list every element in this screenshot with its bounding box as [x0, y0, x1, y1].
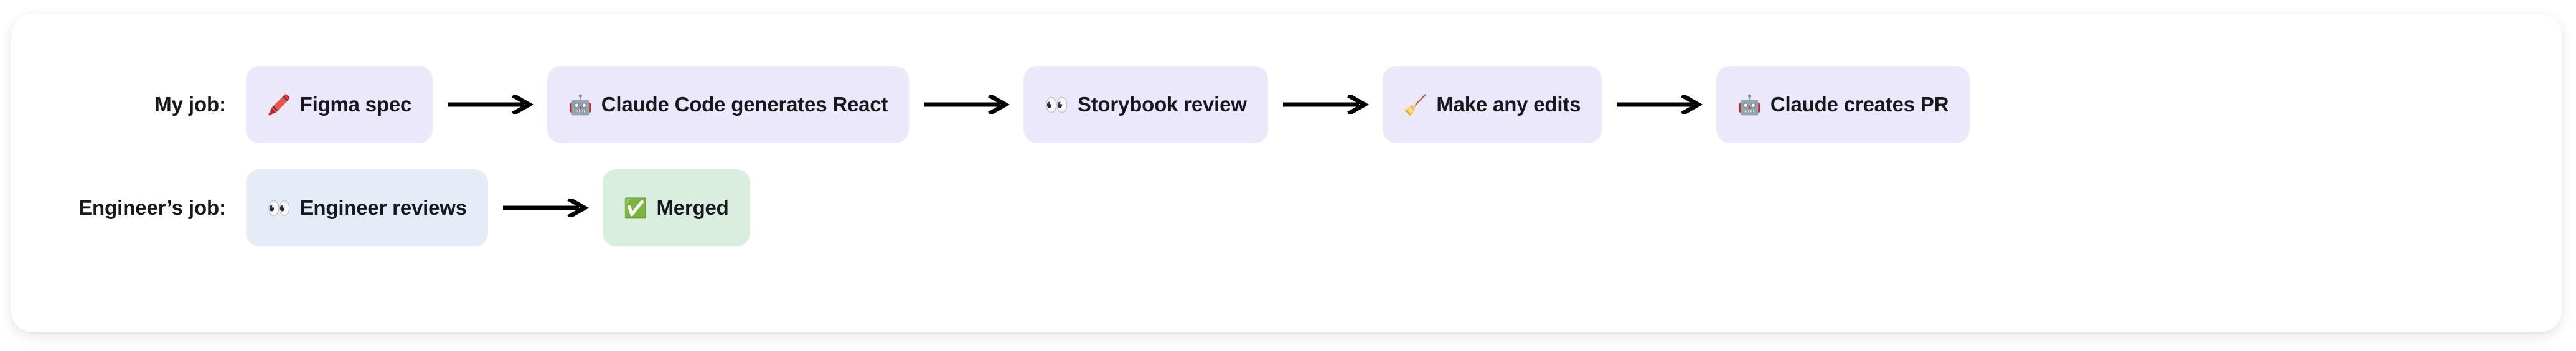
flow-node-claude-code-generates-react[interactable]: 🤖 Claude Code generates React [547, 66, 910, 143]
check-mark-button-icon: ✅ [623, 197, 648, 219]
flow-arrow [488, 169, 603, 246]
flow-node-claude-creates-pr[interactable]: 🤖 Claude creates PR [1716, 66, 1970, 143]
flow-node-storybook-review[interactable]: 👀 Storybook review [1023, 66, 1268, 143]
flow-row-engineers-job: Engineer’s job: 👀 Engineer reviews ✅ Mer… [11, 169, 750, 246]
robot-icon: 🤖 [568, 93, 593, 116]
crayon-icon: 🖍️ [267, 93, 291, 116]
flow-node-merged[interactable]: ✅ Merged [602, 169, 750, 246]
flow-arrow [909, 66, 1023, 143]
flow-node-label: Merged [656, 196, 729, 219]
flow-node-label: Claude Code generates React [601, 93, 888, 116]
flow-node-label: Engineer reviews [299, 196, 467, 219]
flow-node-engineer-reviews[interactable]: 👀 Engineer reviews [246, 169, 488, 246]
flow-node-make-any-edits[interactable]: 🧹 Make any edits [1382, 66, 1602, 143]
eyes-icon: 👀 [267, 197, 291, 219]
flow-arrow [1268, 66, 1383, 143]
eyes-icon: 👀 [1045, 93, 1069, 116]
flow-row-my-job: My job: 🖍️ Figma spec 🤖 Claude Code gene… [11, 66, 1970, 143]
flow-node-figma-spec[interactable]: 🖍️ Figma spec [246, 66, 433, 143]
flow-node-label: Figma spec [299, 93, 412, 116]
flow-node-label: Claude creates PR [1770, 93, 1949, 116]
robot-icon: 🤖 [1737, 93, 1762, 116]
flow-arrow [433, 66, 547, 143]
flow-node-label: Storybook review [1077, 93, 1247, 116]
row-label-engineers-job: Engineer’s job: [78, 196, 226, 219]
diagram-card: My job: 🖍️ Figma spec 🤖 Claude Code gene… [11, 14, 2562, 332]
row-label-my-job: My job: [154, 93, 226, 116]
flow-node-label: Make any edits [1436, 93, 1581, 116]
flow-arrow [1602, 66, 1716, 143]
flow-rows: My job: 🖍️ Figma spec 🤖 Claude Code gene… [11, 14, 2562, 332]
broom-icon: 🧹 [1403, 93, 1428, 116]
